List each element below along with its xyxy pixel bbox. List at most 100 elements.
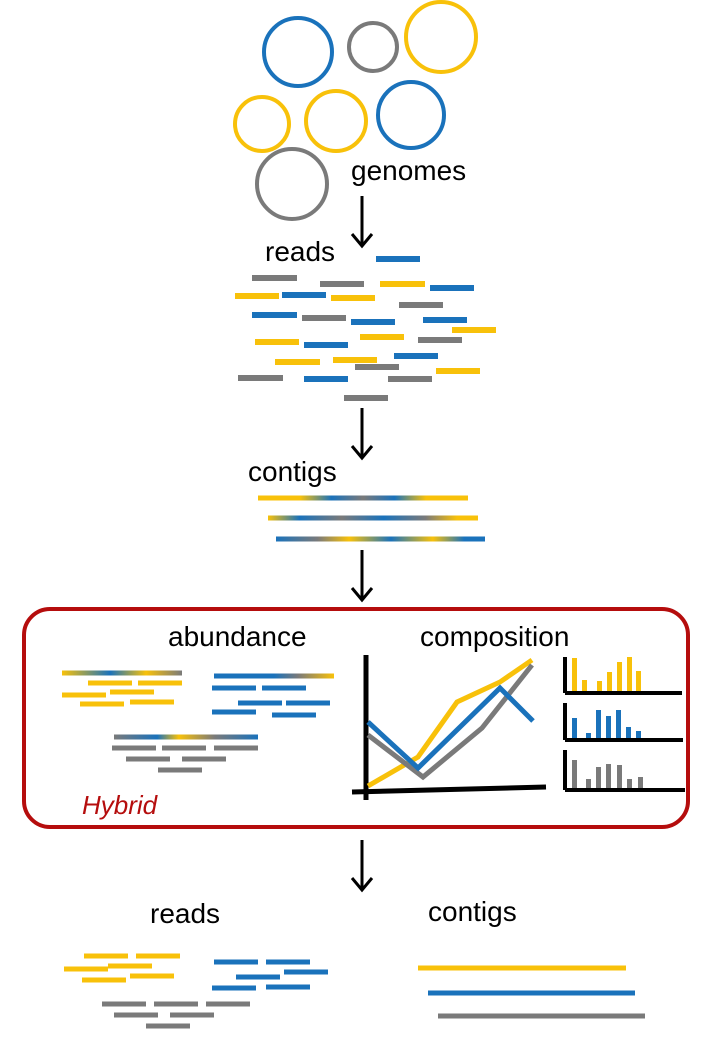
- genome-circle: [404, 0, 478, 74]
- read-bar: [376, 256, 420, 262]
- read-bar: [380, 281, 425, 287]
- read-bar: [452, 327, 496, 333]
- output-read-bar: [170, 1012, 214, 1018]
- read-bar: [351, 319, 395, 325]
- composition-label: composition: [420, 621, 570, 652]
- abundance-read-bar: [286, 700, 330, 706]
- mini-chart-bar: [617, 765, 622, 788]
- output-read-bar: [236, 974, 280, 980]
- abundance-read-bar: [238, 700, 282, 706]
- mini-chart-bar: [617, 662, 622, 691]
- output-contig-bar: [438, 1013, 645, 1019]
- output-read-bar: [108, 963, 152, 969]
- read-bar: [423, 317, 467, 323]
- genome-circle: [233, 95, 291, 153]
- read-bar: [344, 395, 388, 401]
- abundance-read-bar: [262, 685, 306, 691]
- read-bar: [252, 312, 297, 318]
- series-line-yellow: [366, 657, 534, 789]
- arrow-head: [350, 445, 374, 461]
- mini-chart-bar: [572, 760, 577, 788]
- output-read-bar: [136, 953, 180, 959]
- reads-label: reads: [265, 236, 336, 267]
- hybrid-label: Hybrid: [82, 790, 158, 820]
- genomes-label: genomes: [351, 155, 467, 186]
- abundance-read-bar: [272, 712, 316, 718]
- series-line-blue: [366, 684, 535, 772]
- abundance-read-bar: [88, 680, 132, 686]
- mini-chart-bar: [616, 710, 621, 738]
- series-line-gray: [366, 663, 534, 781]
- read-bar: [355, 364, 399, 370]
- read-bar: [255, 339, 299, 345]
- read-bar: [238, 375, 283, 381]
- abundance-read-bar: [162, 745, 206, 751]
- mini-chart-bar: [638, 777, 643, 788]
- output-reads-label: reads: [150, 898, 221, 929]
- read-bar: [331, 295, 375, 301]
- read-bar: [436, 368, 480, 374]
- output-contig-bar: [428, 990, 635, 996]
- contigs-label: contigs: [248, 456, 337, 487]
- genome-circle: [304, 89, 368, 153]
- genome-circle: [255, 147, 329, 221]
- read-bar: [418, 337, 462, 343]
- output-read-bar: [146, 1023, 190, 1029]
- contigs-group: [258, 495, 485, 542]
- read-bar: [399, 302, 443, 308]
- abundance-clusters: [62, 670, 334, 773]
- mini-chart-bar: [636, 731, 641, 738]
- abundance-read-bar: [138, 680, 182, 686]
- output-read-bar: [266, 959, 310, 965]
- abundance-read-bar: [126, 756, 170, 762]
- output-reads: [64, 953, 328, 1029]
- abundance-read-bar: [130, 699, 174, 705]
- abundance-read-bar: [62, 670, 182, 676]
- read-bar: [275, 359, 320, 365]
- output-read-bar: [214, 959, 258, 965]
- arrow-head: [350, 233, 374, 249]
- output-read-bar: [206, 1001, 250, 1007]
- read-bar: [252, 275, 297, 281]
- output-read-bar: [266, 984, 310, 990]
- read-bar: [360, 334, 404, 340]
- output-read-bar: [212, 985, 256, 991]
- mini-chart-bar: [606, 716, 611, 738]
- abundance-read-bar: [214, 673, 334, 679]
- genome-circles: [233, 0, 478, 221]
- contig-bar: [268, 515, 478, 521]
- abundance-read-bar: [214, 745, 258, 751]
- output-read-bar: [102, 1001, 146, 1007]
- read-bar: [320, 281, 364, 287]
- mini-chart-bar: [607, 672, 612, 691]
- read-bar: [304, 342, 348, 348]
- read-bar: [304, 376, 348, 382]
- hybrid-box: [22, 607, 690, 829]
- read-bar: [282, 292, 326, 298]
- mini-chart-bar: [627, 657, 632, 691]
- read-bar: [388, 376, 432, 382]
- mini-chart-bar: [582, 680, 587, 691]
- reads-cloud: [235, 256, 496, 401]
- genome-circle: [262, 16, 334, 88]
- abundance-read-bar: [114, 734, 258, 740]
- genome-circle: [376, 80, 446, 150]
- abundance-read-bar: [80, 701, 124, 707]
- mini-chart-bar: [596, 767, 601, 788]
- abundance-read-bar: [182, 756, 226, 762]
- contig-bar: [258, 495, 468, 501]
- read-bar: [302, 315, 346, 321]
- arrow-head: [350, 587, 374, 603]
- abundance-read-bar: [110, 689, 154, 695]
- mini-chart-bar: [626, 727, 631, 738]
- mini-chart-bar: [627, 779, 632, 788]
- abundance-read-bar: [212, 685, 256, 691]
- x-axis: [351, 784, 547, 795]
- mini-chart-bar: [597, 681, 602, 691]
- mini-chart-bar: [572, 658, 577, 691]
- output-contigs-label: contigs: [428, 896, 517, 927]
- output-contigs: [418, 965, 645, 1019]
- abundance-read-bar: [212, 709, 256, 715]
